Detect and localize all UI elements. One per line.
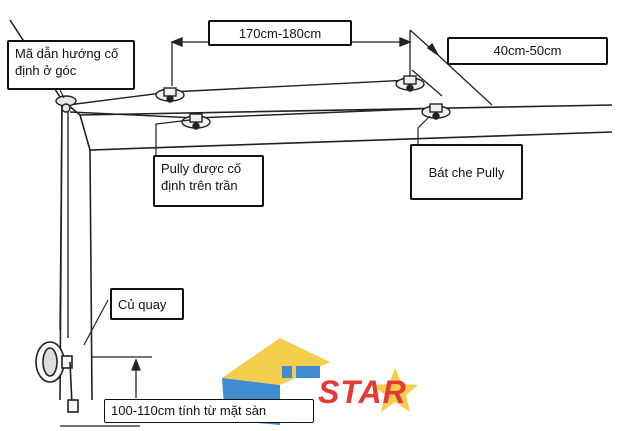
crank-label: Củ quay — [110, 288, 184, 320]
pulley-1-icon — [155, 87, 185, 103]
dimension-offset — [409, 29, 493, 106]
corner-guide-icon — [55, 95, 77, 113]
span-dimension-label: 170cm-180cm — [208, 20, 352, 46]
corner-guide-label: Mã dẫn hướng cố định ở góc — [7, 40, 135, 90]
watermark-brand-text: STAR — [318, 374, 407, 410]
leader-lines — [59, 89, 431, 346]
height-from-floor-label: 100-110cm tính từ mặt sàn — [104, 399, 314, 423]
pulley-fixed-label: Pully được cố định trên trần — [153, 155, 264, 207]
dimension-height — [60, 356, 152, 427]
crank-handle-icon — [35, 341, 79, 413]
pulley-4-icon — [421, 103, 451, 120]
pulley-3-icon — [395, 75, 425, 92]
pulley-2-icon — [181, 113, 211, 130]
pulley-cover-label: Bát che Pully — [410, 144, 523, 200]
offset-dimension-label: 40cm-50cm — [447, 37, 608, 65]
